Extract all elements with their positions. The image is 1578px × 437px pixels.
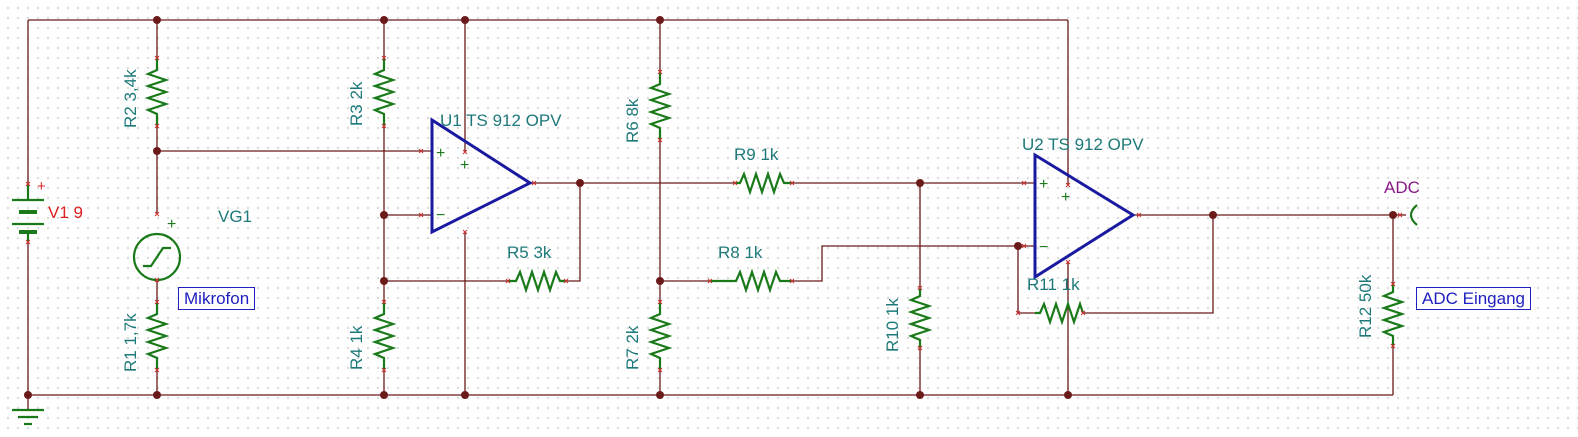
r11-label: R11 1k xyxy=(1027,275,1080,294)
u1-minus-input-sign: − xyxy=(436,207,445,224)
vg1-label: VG1 xyxy=(218,207,252,226)
pin-markers xyxy=(25,55,1403,373)
wire-r8-right xyxy=(792,245,1035,282)
r8-label: R8 1k xyxy=(718,243,763,262)
r12-label: R12 50k xyxy=(1356,274,1375,338)
u1-plus-input-sign: + xyxy=(436,145,445,162)
u1-supply-plus-sign: + xyxy=(460,157,469,174)
r5-label: R5 3k xyxy=(507,243,552,262)
r2-resistor[interactable] xyxy=(144,58,170,126)
resistors xyxy=(144,58,1406,370)
adc-port-connector[interactable] xyxy=(1409,204,1418,226)
r1-resistor[interactable] xyxy=(144,302,170,370)
ground-symbol xyxy=(12,408,44,426)
vg1-plus-sign: + xyxy=(167,216,176,233)
v1-battery[interactable] xyxy=(12,184,44,242)
r8-resistor[interactable] xyxy=(710,268,792,294)
r6-resistor[interactable] xyxy=(647,72,673,140)
wire-r11-right xyxy=(1083,215,1214,314)
v1-plus-sign: + xyxy=(37,178,46,195)
r10-resistor[interactable] xyxy=(907,288,933,348)
adc-eingang-note: ADC Eingang xyxy=(1416,287,1532,310)
r9-label: R9 1k xyxy=(734,145,779,164)
r7-resistor[interactable] xyxy=(647,302,673,370)
r5-resistor[interactable] xyxy=(508,268,566,294)
u1-label: U1 TS 912 OPV xyxy=(440,111,562,130)
u2-plus-input-sign: + xyxy=(1039,176,1048,193)
r2-label: R2 3,4k xyxy=(121,69,140,128)
u1-opamp[interactable] xyxy=(430,117,534,235)
r4-resistor[interactable] xyxy=(371,302,397,370)
wires xyxy=(27,19,1406,410)
vg1-signal-generator[interactable] xyxy=(132,232,182,282)
u2-minus-input-sign: − xyxy=(1039,239,1048,256)
u2-label: U2 TS 912 OPV xyxy=(1022,135,1144,154)
r12-resistor[interactable] xyxy=(1380,284,1406,346)
junctions xyxy=(24,16,1397,399)
r6-label: R6 8k xyxy=(623,98,642,143)
r11-resistor[interactable] xyxy=(1035,300,1085,326)
r3-resistor[interactable] xyxy=(371,58,397,126)
mikrofon-note: Mikrofon xyxy=(178,287,256,310)
r3-label: R3 2k xyxy=(347,81,366,126)
r10-label: R10 1k xyxy=(883,298,902,352)
r7-label: R7 2k xyxy=(623,325,642,370)
r4-label: R4 1k xyxy=(347,325,366,370)
r9-resistor[interactable] xyxy=(735,170,792,196)
wire-r5-right xyxy=(566,183,581,282)
u2-supply-plus-sign: + xyxy=(1061,189,1070,206)
r1-label: R1 1,7k xyxy=(121,313,140,372)
v1-label: V1 9 xyxy=(48,203,83,222)
u2-opamp[interactable] xyxy=(1033,152,1136,280)
adc-port-label: ADC xyxy=(1384,178,1420,197)
